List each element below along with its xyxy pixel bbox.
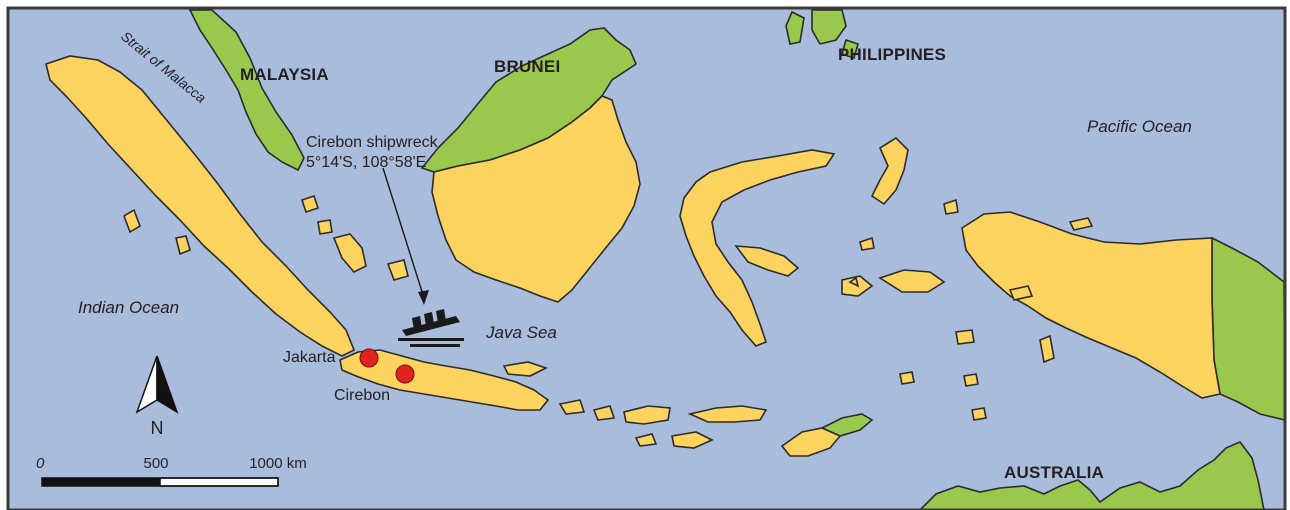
land-halmahera (870, 136, 909, 206)
label-australia: AUSTRALIA (1004, 463, 1104, 482)
label-pacific-ocean: Pacific Ocean (1087, 117, 1192, 136)
city-dot-cirebon (395, 364, 415, 384)
land-philippines-3 (841, 38, 859, 60)
scale-tick-1000: 1000 km (249, 455, 307, 472)
label-java-sea: Java Sea (485, 323, 557, 342)
shipwreck-coordinates: 5°14'S, 108°58'E (306, 154, 426, 171)
land-riau (300, 194, 320, 214)
land-flores (687, 405, 768, 423)
indonesia-islands (45, 55, 1221, 457)
land-bangka (332, 233, 367, 273)
land-small-island-10 (1068, 217, 1094, 231)
land-sumatra (45, 55, 356, 357)
land-sulawesi-southeast (734, 245, 800, 277)
land-madura (502, 361, 549, 377)
shipwreck-icon (398, 309, 464, 347)
scale-tick-0: 0 (36, 455, 45, 472)
map-frame (6, 6, 1287, 510)
land-small-island-3 (955, 329, 975, 345)
land-timor (780, 427, 842, 457)
land-bali (558, 399, 586, 415)
north-arrow-icon (135, 355, 179, 414)
land-small-island-8 (971, 407, 987, 421)
land-lingga (317, 219, 333, 235)
land-sumbawa (623, 405, 671, 425)
city-dot-jakarta (359, 348, 379, 368)
land-philippines-2 (785, 10, 805, 45)
land-lombok (592, 405, 616, 421)
land-sulawesi (679, 149, 836, 347)
label-cirebon: Cirebon (334, 387, 390, 404)
land-small-island-9 (943, 198, 959, 215)
neighbor-countries (188, 9, 1286, 510)
land-seram (878, 269, 946, 293)
shipwreck-title: Cirebon shipwreck (306, 134, 439, 151)
land-small-island-6 (848, 276, 860, 288)
land-small-island-4 (963, 373, 979, 387)
land-siberut (175, 235, 191, 256)
land-philippines-1 (811, 9, 847, 45)
label-jakarta: Jakarta (283, 349, 336, 366)
land-sumba (671, 431, 714, 449)
land-nias (123, 208, 141, 234)
land-australia (918, 441, 1265, 510)
shipwreck-pointer (382, 167, 429, 305)
north-arrow-label: N (151, 418, 164, 438)
scale-tick-500: 500 (143, 455, 168, 472)
label-philippines: PHILIPPINES (838, 45, 946, 64)
land-belitung (386, 259, 409, 281)
land-java (339, 349, 550, 411)
land-kalimantan (431, 95, 641, 303)
label-indian-ocean: Indian Ocean (78, 298, 179, 317)
land-malay-peninsula (188, 9, 305, 172)
land-small-island-2 (1039, 334, 1055, 364)
scale-bar (41, 477, 279, 487)
land-small-island-1 (1008, 285, 1034, 301)
land-small-island-11 (859, 236, 875, 251)
land-small-island-5 (899, 371, 915, 385)
label-brunei: BRUNEI (494, 57, 560, 76)
land-small-island-7 (634, 433, 658, 447)
label-malaysia: MALAYSIA (240, 65, 329, 84)
